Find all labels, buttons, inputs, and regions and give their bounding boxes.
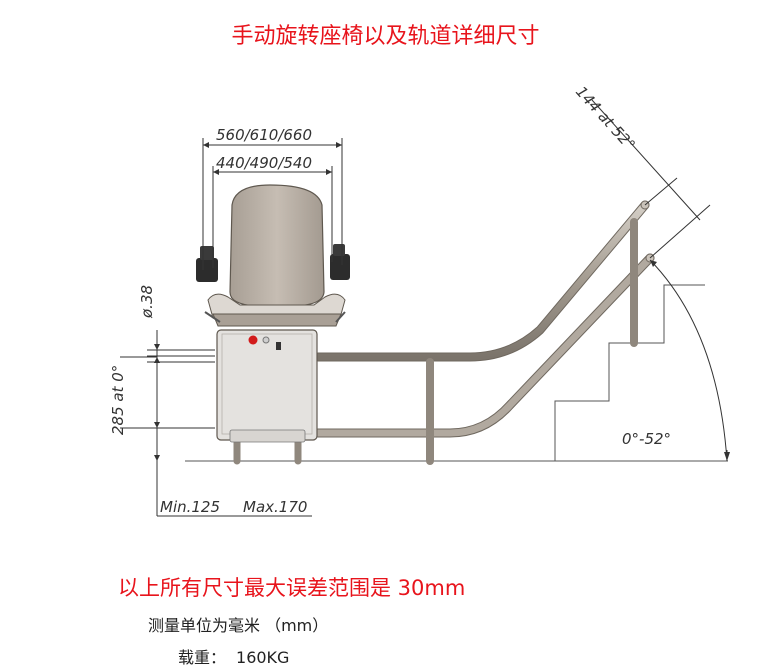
chair-carriage xyxy=(216,329,318,441)
left-armrest xyxy=(196,258,218,282)
tolerance-note: 以上所有尺寸最大误差范围是 30mm xyxy=(118,576,466,600)
chair-seat xyxy=(212,313,342,327)
load-value: 160KG xyxy=(236,648,290,667)
incline-range-label: 0°-52° xyxy=(622,430,671,448)
seat-inner-width-label: 440/490/540 xyxy=(216,154,312,172)
lower-rail xyxy=(313,253,655,438)
rail-section-label: 144 at 52° xyxy=(572,83,639,154)
upper-rail xyxy=(313,200,650,362)
seat-outer-width-label: 560/610/660 xyxy=(216,126,312,144)
load-capacity: 载重： 160KG xyxy=(178,644,289,668)
seat-height-label: 285 at 0° xyxy=(109,365,127,435)
min-clearance-label: Min.125 xyxy=(160,498,220,516)
rail-diameter-label: ø.38 xyxy=(138,285,156,319)
chair-backrest xyxy=(229,184,325,307)
page-title: 手动旋转座椅以及轨道详细尺寸 xyxy=(231,24,540,49)
unit-note: 测量单位为毫米 （mm） xyxy=(148,616,329,635)
staircase xyxy=(554,284,705,461)
dimension-arrows xyxy=(154,142,730,461)
emergency-stop-button xyxy=(248,335,258,345)
max-clearance-label: Max.170 xyxy=(243,498,307,516)
right-armrest xyxy=(330,254,350,280)
load-label: 载重： xyxy=(178,648,227,667)
chair-unit xyxy=(196,184,350,443)
